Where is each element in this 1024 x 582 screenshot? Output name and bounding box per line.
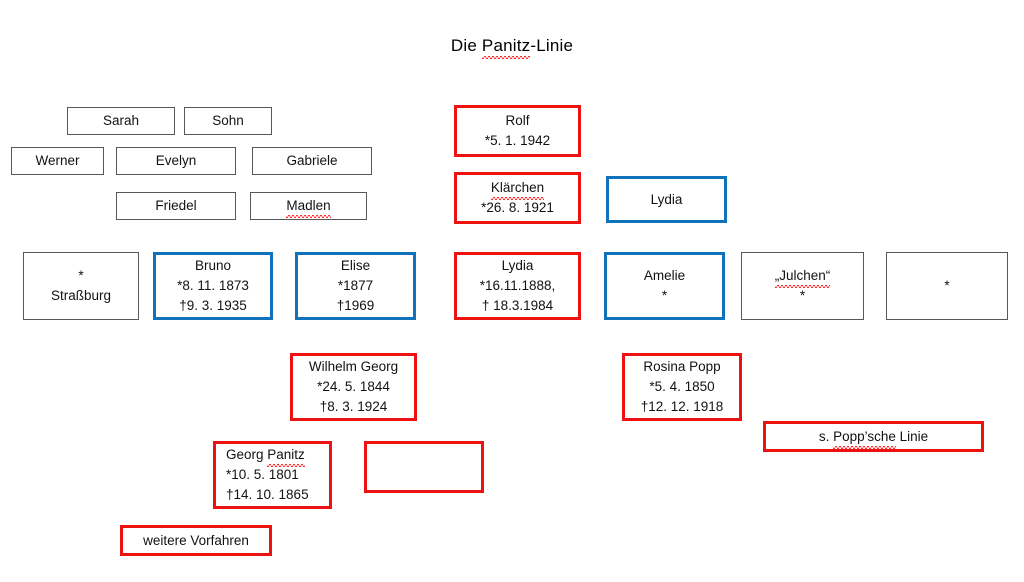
node-friedel[interactable]: Friedel	[116, 192, 236, 220]
node-bruno-birth: *8. 11. 1873	[177, 278, 249, 293]
node-georg-panitz-name: Georg Panitz	[226, 445, 305, 467]
node-amelie[interactable]: Amelie *	[604, 252, 725, 320]
node-evelyn[interactable]: Evelyn	[116, 147, 236, 175]
node-klaerchen-name: Klärchen	[490, 178, 545, 200]
node-julchen[interactable]: „Julchen“ *	[741, 252, 864, 320]
node-poppsche-linie[interactable]: s. Popp’sche Linie	[763, 421, 984, 452]
node-unnamed-star[interactable]: *	[886, 252, 1008, 320]
node-strassburg-birth: *	[78, 268, 84, 283]
node-strassburg[interactable]: * Straßburg	[23, 252, 139, 320]
poppsche-suffix: Linie	[895, 428, 929, 444]
node-georg-panitz-birth: *10. 5. 1801	[226, 467, 299, 482]
node-sarah[interactable]: Sarah	[67, 107, 175, 135]
node-rosina-popp-death: †12. 12. 1918	[640, 399, 724, 414]
node-georg-panitz[interactable]: Georg Panitz *10. 5. 1801 †14. 10. 1865	[213, 441, 332, 509]
node-rolf-birth: *5. 1. 1942	[484, 133, 551, 148]
page-title: Die Panitz-Linie	[450, 36, 574, 59]
node-unnamed-star-birth: *	[944, 278, 950, 293]
node-amelie-birth: *	[661, 288, 668, 303]
node-sohn-label: Sohn	[212, 113, 244, 128]
node-elise-death: †1969	[336, 298, 375, 313]
node-madlen[interactable]: Madlen	[250, 192, 367, 220]
node-evelyn-label: Evelyn	[155, 153, 197, 168]
node-sarah-label: Sarah	[102, 113, 140, 128]
node-lydia-red-name: Lydia	[501, 258, 534, 273]
node-julchen-birth: *	[799, 288, 806, 303]
node-empty-red-box[interactable]	[364, 441, 484, 493]
node-werner-label: Werner	[35, 153, 80, 168]
node-rosina-popp[interactable]: Rosina Popp *5. 4. 1850 †12. 12. 1918	[622, 353, 742, 421]
node-bruno[interactable]: Bruno *8. 11. 1873 †9. 3. 1935	[153, 252, 273, 320]
node-rolf-name: Rolf	[505, 113, 530, 128]
node-wilhelm-georg-name: Wilhelm Georg	[308, 359, 399, 374]
node-amelie-name: Amelie	[643, 268, 686, 283]
node-strassburg-place: Straßburg	[50, 288, 112, 303]
node-wilhelm-georg-birth: *24. 5. 1844	[317, 379, 390, 394]
node-sohn[interactable]: Sohn	[184, 107, 272, 135]
node-georg-panitz-surname: Panitz	[267, 445, 305, 467]
node-weitere-vorfahren[interactable]: weitere Vorfahren	[120, 525, 272, 556]
node-bruno-name: Bruno	[194, 258, 232, 273]
node-bruno-death: †9. 3. 1935	[179, 298, 247, 313]
node-friedel-label: Friedel	[155, 198, 197, 213]
node-lydia-blue-label: Lydia	[650, 191, 683, 207]
node-weitere-vorfahren-label: weitere Vorfahren	[143, 532, 249, 548]
node-lydia-red[interactable]: Lydia *16.11.1888, † 18.3.1984	[454, 252, 581, 320]
node-madlen-label: Madlen	[286, 196, 331, 218]
node-julchen-name: „Julchen“	[774, 266, 830, 288]
node-klaerchen-birth: *26. 8. 1921	[481, 200, 554, 215]
node-poppsche-linie-label: s. Popp’sche Linie	[818, 427, 929, 449]
node-elise[interactable]: Elise *1877 †1969	[295, 252, 416, 320]
node-gabriele[interactable]: Gabriele	[252, 147, 372, 175]
node-rosina-popp-name: Rosina Popp	[643, 359, 721, 374]
node-rosina-popp-birth: *5. 4. 1850	[649, 379, 715, 394]
node-werner[interactable]: Werner	[11, 147, 104, 175]
node-gabriele-label: Gabriele	[286, 153, 338, 168]
node-klaerchen[interactable]: Klärchen *26. 8. 1921	[454, 172, 581, 224]
node-lydia-blue[interactable]: Lydia	[606, 176, 727, 223]
title-spellcheck-word: Panitz	[481, 36, 531, 59]
node-wilhelm-georg-death: †8. 3. 1924	[319, 399, 388, 414]
node-wilhelm-georg[interactable]: Wilhelm Georg *24. 5. 1844 †8. 3. 1924	[290, 353, 417, 421]
node-georg-panitz-firstname: Georg	[226, 447, 268, 462]
node-elise-birth: *1877	[337, 278, 374, 293]
node-lydia-red-birth: *16.11.1888,	[479, 278, 556, 293]
node-rolf[interactable]: Rolf *5. 1. 1942	[454, 105, 581, 157]
poppsche-word: Popp’sche	[833, 427, 896, 449]
node-elise-name: Elise	[340, 258, 371, 273]
poppsche-prefix: s.	[818, 428, 834, 444]
node-georg-panitz-death: †14. 10. 1865	[226, 487, 309, 502]
node-lydia-red-death: † 18.3.1984	[481, 298, 554, 313]
